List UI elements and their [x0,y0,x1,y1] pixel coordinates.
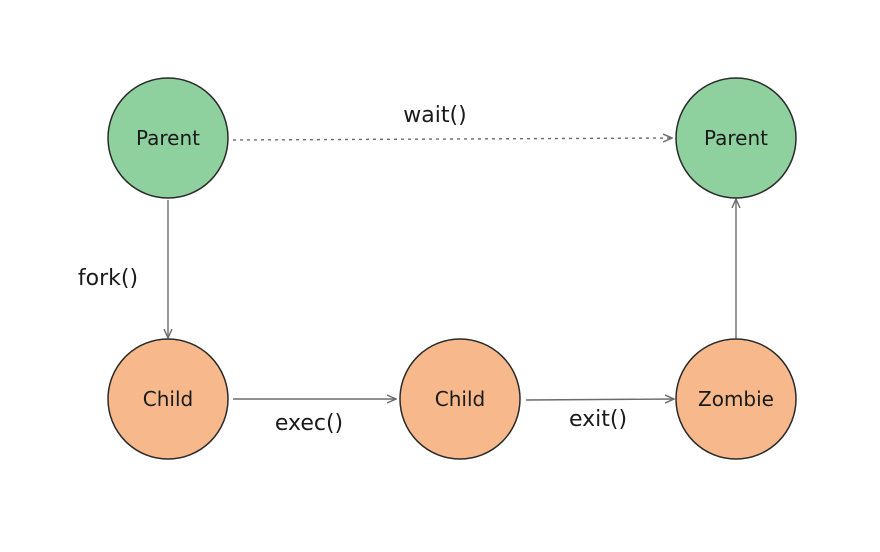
zombie-node: Zombie [675,338,797,460]
child-exec-node: Child [399,338,521,460]
exit-label: exit() [569,407,627,432]
parent-end-label: Parent [704,126,768,150]
exit-arrow [525,399,674,400]
parent-start-node: Parent [107,77,229,199]
child-exec-label: Child [435,387,485,411]
parent-end-node: Parent [675,77,797,199]
zombie-label: Zombie [698,387,774,411]
fork-label: fork() [78,266,138,291]
wait-label: wait() [403,103,466,128]
exec-label: exec() [275,411,343,436]
child-forked-label: Child [143,387,193,411]
parent-start-label: Parent [136,126,200,150]
wait-arrow [232,138,672,140]
child-forked-node: Child [107,338,229,460]
